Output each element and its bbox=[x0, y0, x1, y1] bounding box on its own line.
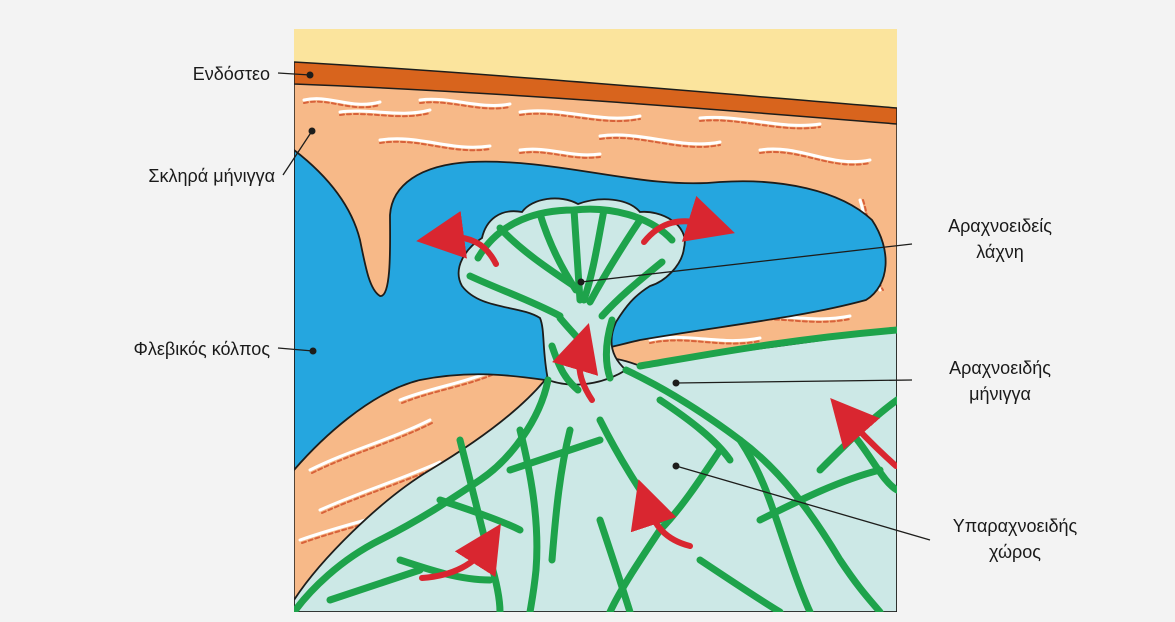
label-arachnoid-mater: Αραχνοειδής μήνιγγα bbox=[920, 355, 1080, 407]
label-dura-mater: Σκληρά μήνιγγα bbox=[148, 163, 275, 189]
label-arachnoid-mater-line1: Αραχνοειδής bbox=[920, 355, 1080, 381]
label-arachnoid-villus-line1: Αραχνοειδείς bbox=[920, 213, 1080, 239]
label-venous-sinus: Φλεβικός κόλπος bbox=[133, 336, 270, 362]
label-endosteum: Ενδόστεο bbox=[193, 61, 270, 87]
label-arachnoid-mater-line2: μήνιγγα bbox=[920, 381, 1080, 407]
label-subarachnoid-space: Υπαραχνοειδής χώρος bbox=[925, 513, 1105, 565]
label-subarachnoid-space-line1: Υπαραχνοειδής bbox=[925, 513, 1105, 539]
label-subarachnoid-space-line2: χώρος bbox=[925, 539, 1105, 565]
label-arachnoid-villus-line2: λάχνη bbox=[920, 239, 1080, 265]
label-arachnoid-villus: Αραχνοειδείς λάχνη bbox=[920, 213, 1080, 265]
